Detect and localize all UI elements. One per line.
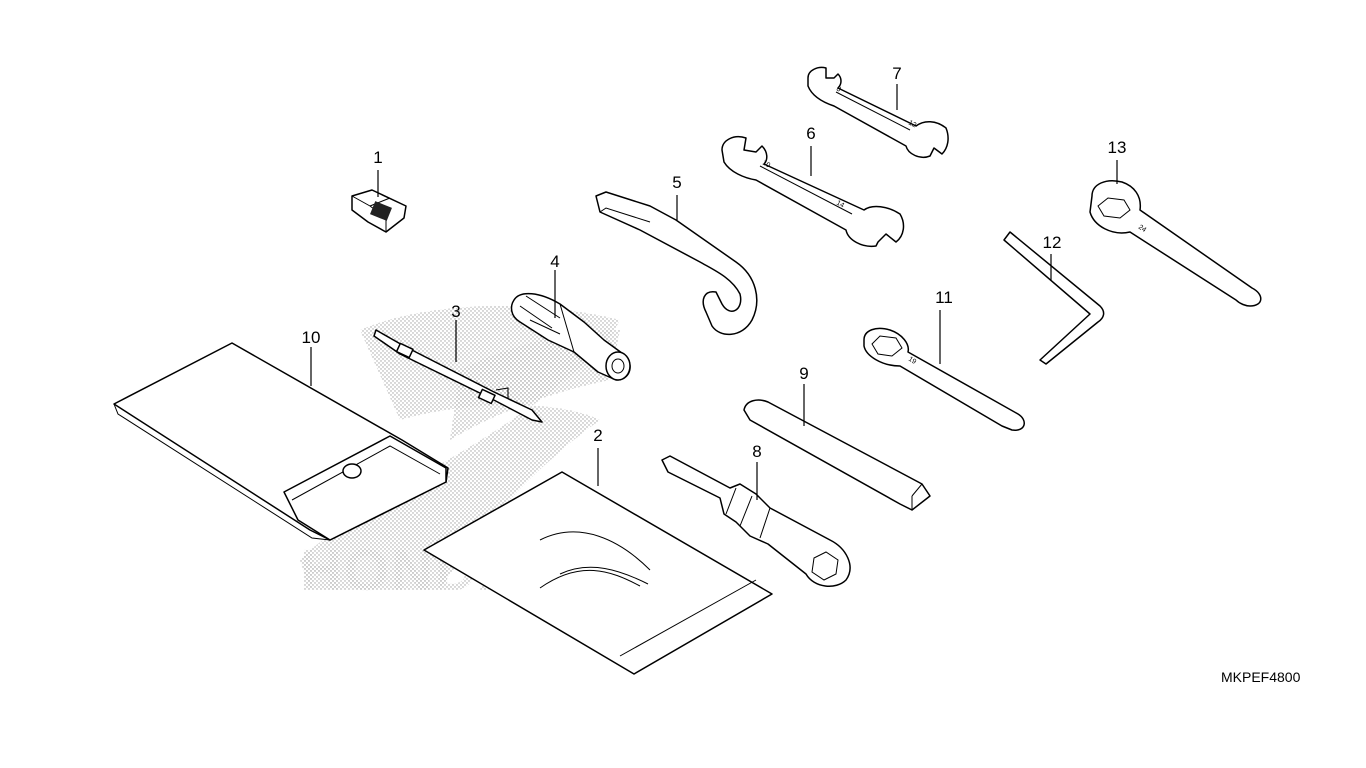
callout-4[interactable]: 4 (550, 252, 559, 271)
open-end-wrench-8x12-part[interactable]: 8 12 (807, 66, 949, 158)
box-wrench-19-part[interactable]: 19 (863, 327, 1025, 431)
callout-12[interactable]: 12 (1043, 233, 1062, 252)
wrench-6-size-a: 10 (761, 160, 771, 170)
screwdriver-shaft-part[interactable] (373, 329, 543, 423)
wrench-7-size-b: 12 (907, 120, 917, 130)
callout-3[interactable]: 3 (451, 302, 460, 321)
handle-bar-part[interactable] (743, 399, 931, 511)
wrench-7-size-a: 8 (835, 86, 842, 94)
box-wrench-24-part[interactable]: 24 (1089, 180, 1262, 307)
pin-spanner-part[interactable] (595, 191, 758, 335)
wrench-6-size-b: 14 (835, 200, 845, 210)
callout-7[interactable]: 7 (892, 64, 901, 83)
tool-bag-part[interactable] (113, 342, 449, 541)
callout-10[interactable]: 10 (302, 328, 321, 347)
drawing-code: MKPEF4800 (1221, 669, 1301, 685)
callout-9[interactable]: 9 (799, 364, 808, 383)
screwdriver-handle-part[interactable] (510, 292, 631, 381)
callout-13[interactable]: 13 (1108, 138, 1127, 157)
fuse-clip-part[interactable] (351, 189, 407, 233)
hex-key-part[interactable] (1003, 231, 1105, 365)
owners-manual-bag-part[interactable] (423, 471, 773, 675)
callout-8[interactable]: 8 (752, 442, 761, 461)
callout-5[interactable]: 5 (672, 173, 681, 192)
spark-plug-wrench-part[interactable] (661, 455, 851, 587)
callout-2[interactable]: 2 (593, 426, 602, 445)
wrench-13-size: 24 (1137, 224, 1147, 234)
callout-6[interactable]: 6 (806, 124, 815, 143)
callout-11[interactable]: 11 (935, 288, 953, 307)
wrench-11-size: 19 (907, 356, 917, 366)
open-end-wrench-10x14-part[interactable]: 10 14 (721, 136, 905, 248)
callout-1[interactable]: 1 (373, 148, 382, 167)
